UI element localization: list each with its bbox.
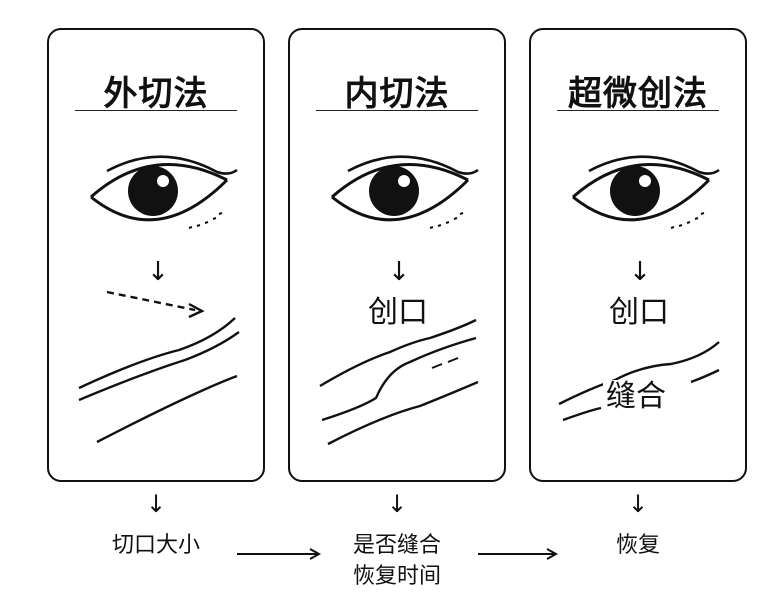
incision-diagram bbox=[558, 341, 720, 422]
panel-title: 超微创法 bbox=[568, 74, 708, 114]
panel-external-incision: 外切法 ↓ bbox=[47, 28, 265, 482]
incision-diagram bbox=[78, 290, 240, 444]
down-arrow-icon: ↓ bbox=[388, 257, 410, 287]
down-arrow-icon: ↓ bbox=[628, 490, 648, 518]
down-arrow-icon: ↓ bbox=[147, 257, 169, 287]
right-arrow-icon bbox=[237, 548, 322, 560]
title-divider bbox=[557, 110, 719, 111]
outcome-text: 切口大小 bbox=[111, 533, 200, 558]
eye-icon bbox=[572, 155, 720, 229]
incision-label: 创口 bbox=[368, 295, 428, 330]
title-divider bbox=[75, 110, 237, 111]
panel-title: 外切法 bbox=[103, 74, 209, 114]
outcome-text: 恢复 bbox=[615, 533, 660, 558]
outcome-incision-size: 切口大小 bbox=[96, 530, 216, 561]
panel-illustration: ↓ bbox=[78, 155, 240, 444]
outcome-text: 恢复时间 bbox=[352, 564, 441, 589]
incision-diagram bbox=[319, 318, 479, 446]
outcome-recovery: 恢复 bbox=[578, 530, 698, 561]
title-divider bbox=[316, 110, 478, 111]
outcome-text: 是否缝合 bbox=[352, 533, 441, 558]
incision-label: 创口 bbox=[609, 295, 669, 330]
panel-internal-incision: 内切法 ↓ 创口 bbox=[288, 28, 506, 482]
outcome-suture-recovery: 是否缝合 恢复时间 bbox=[337, 530, 457, 592]
eye-icon bbox=[331, 155, 479, 229]
panel-illustration: ↓ bbox=[319, 155, 479, 446]
panel-title: 内切法 bbox=[344, 74, 450, 114]
panel-minimally-invasive: 超微创法 ↓ 创口 缝合 bbox=[529, 28, 747, 482]
panel-illustration: ↓ bbox=[558, 155, 720, 422]
eye-icon bbox=[90, 155, 238, 229]
down-arrow-icon: ↓ bbox=[629, 257, 651, 287]
down-arrow-icon: ↓ bbox=[387, 490, 407, 518]
right-arrow-icon bbox=[478, 548, 559, 560]
down-arrow-icon: ↓ bbox=[146, 490, 166, 518]
suture-label: 缝合 bbox=[603, 380, 669, 414]
